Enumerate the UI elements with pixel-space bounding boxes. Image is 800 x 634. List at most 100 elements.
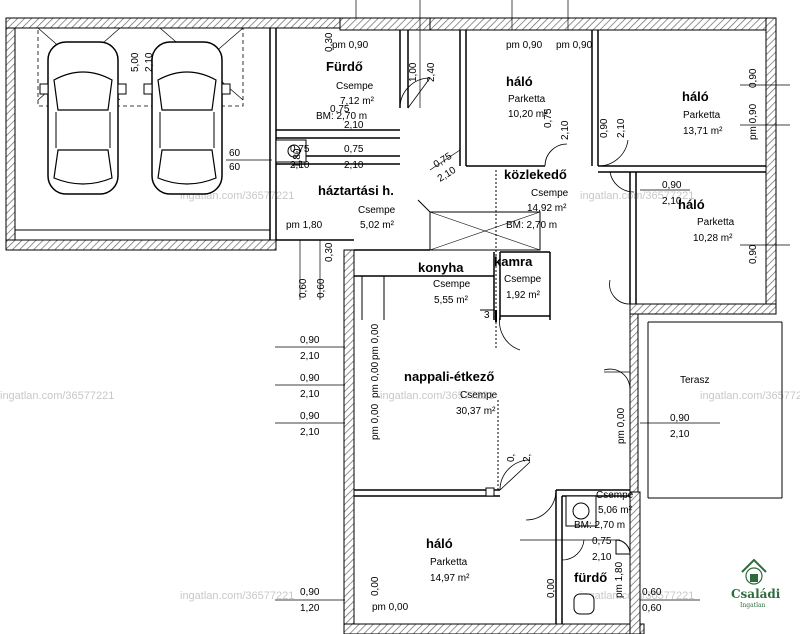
door-swings — [399, 77, 635, 561]
dim-label: 0,60 — [642, 587, 662, 598]
room-name: háló — [426, 536, 453, 551]
room-name: közlekedő — [504, 167, 567, 182]
dim-label: 0,30 — [324, 242, 335, 262]
dim-label: 2, — [522, 454, 533, 462]
dim-label: 0,90 — [300, 373, 320, 384]
room-floor: Csempe — [504, 274, 542, 285]
room-floor: Parketta — [508, 94, 546, 105]
dim-label: 2,10 — [344, 160, 364, 171]
room-floor: Csempe — [433, 279, 471, 290]
room-floor: Csempe — [460, 390, 498, 401]
watermark-text: ingatlan.com/36577221 — [580, 190, 694, 202]
dim-label: 2,10 — [662, 196, 682, 207]
dim-label: 0,60 — [298, 278, 309, 298]
room-name: háló — [678, 197, 705, 212]
room-floor: Csempe — [531, 188, 569, 199]
dim-label: 1,00 — [408, 62, 419, 82]
dim-label: 2,10 — [592, 552, 612, 563]
dim-label: 2,10 — [300, 389, 320, 400]
dim-label: 60 — [229, 162, 241, 173]
dim-label: 0,90 — [599, 118, 610, 138]
dim-label: 0,30 — [324, 32, 335, 52]
watermark-text: ingatlan.com/36577221 — [0, 390, 114, 402]
room-name: konyha — [418, 260, 464, 275]
room-height: BM: 2,70 m — [506, 220, 557, 231]
dim-label: 0,75 — [290, 144, 310, 155]
dim-label: 2,10 — [290, 160, 310, 171]
dim-label: 0,90 — [662, 180, 682, 191]
dim-label: 0,90 — [748, 244, 759, 264]
room-area: 10,28 m² — [693, 233, 733, 244]
room-floor: Csempe — [596, 490, 634, 501]
room-area: 13,71 m² — [683, 126, 723, 137]
dim-label: pm 0,00 — [370, 323, 381, 360]
watermark-text: ingatlan.com/36577221 — [380, 390, 494, 402]
dim-label: pm 0,90 — [332, 40, 369, 51]
car-icon — [39, 41, 127, 195]
dim-label: 0,00 — [546, 578, 557, 598]
dim-label: 3 — [484, 310, 490, 321]
room-name: Fürdő — [326, 59, 363, 74]
dim-label: 0,75 — [592, 536, 612, 547]
house-walls — [276, 17, 783, 634]
dim-label: 5,00 — [130, 52, 141, 72]
logo-name: Családi — [731, 587, 781, 601]
dim-label: pm 0,00 — [370, 361, 381, 398]
room-name: kamra — [494, 254, 533, 269]
room-area: 14,92 m² — [527, 203, 567, 214]
watermark-text: ingatlan.com/36577221 — [700, 390, 800, 402]
room-height: BM: 2,70 m — [316, 111, 367, 122]
dim-label: 2,10 — [616, 118, 627, 138]
dim-label: 0,90 — [300, 411, 320, 422]
room-name: háló — [506, 74, 533, 89]
room-floor: Csempe — [336, 81, 374, 92]
dim-label: 0,90 — [748, 68, 759, 88]
dim-label: pm 0,90 — [748, 103, 759, 140]
room-area: 5,02 m² — [360, 220, 395, 231]
room-floor: Csempe — [358, 205, 396, 216]
room-name: háztartási h. — [318, 183, 394, 198]
logo-sub: Ingatlan — [740, 602, 766, 609]
dim-label: 2,10 — [300, 427, 320, 438]
room-area: 5,06 m² — [598, 505, 633, 516]
dim-label: 0,90 — [670, 413, 690, 424]
dim-label: 2,10 — [344, 120, 364, 131]
dimension-lines — [275, 0, 790, 601]
dim-label: 1,80 — [292, 148, 303, 168]
dim-label: 0,75 — [330, 104, 350, 115]
room-area: 7,12 m² — [340, 96, 375, 107]
brand-logo: Családi Ingatlan — [731, 558, 781, 609]
room-area: 30,37 m² — [456, 406, 496, 417]
dim-label: 2,10 — [300, 351, 320, 362]
room-floor: Parketta — [683, 110, 721, 121]
fixtures — [275, 139, 631, 615]
room-area: 14,97 m² — [430, 573, 470, 584]
dim-label: 60 — [229, 148, 241, 159]
dim-label: 0,75 — [543, 108, 554, 128]
dim-label: pm 0,00 — [372, 602, 409, 613]
dim-label: pm 1,80 — [286, 220, 323, 231]
dim-label: pm 0,90 — [556, 40, 593, 51]
room-name: nappali-étkező — [404, 369, 494, 384]
room-area: 1,92 m² — [506, 290, 541, 301]
room-height: BM: 2,70 m — [574, 520, 625, 531]
dim-label: 2,10 — [560, 120, 571, 140]
dim-label: 0,75 — [344, 144, 364, 155]
dim-label: 0,90 — [300, 335, 320, 346]
dim-label: 0, — [506, 454, 517, 462]
dim-label: 2,40 — [426, 62, 437, 82]
room-name: háló — [682, 89, 709, 104]
room-floor: Parketta — [697, 217, 735, 228]
room-name: Terasz — [680, 375, 709, 386]
dim-label: 2,10 — [144, 52, 155, 72]
dim-label: 2,10 — [670, 429, 690, 440]
dim-label: pm 0,00 — [370, 403, 381, 440]
watermark-text: ingatlan.com/36577221 — [180, 590, 294, 602]
room-floor: Parketta — [430, 557, 468, 568]
dim-label: pm 1,80 — [614, 561, 625, 598]
garage: 5,00 2,10 60 60 — [5, 17, 345, 251]
watermarks: ingatlan.com/36577221 ingatlan.com/36577… — [0, 190, 800, 602]
car-icon — [143, 41, 231, 195]
room-area: 10,20 m² — [508, 109, 548, 120]
room-area: 5,55 m² — [434, 295, 469, 306]
